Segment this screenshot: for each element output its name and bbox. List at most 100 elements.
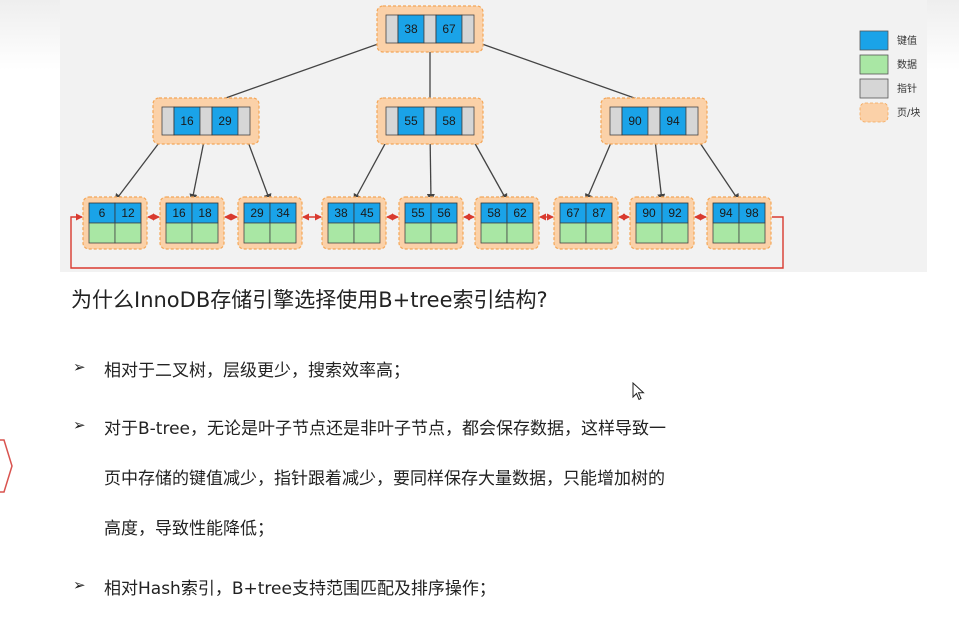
data-cell (353, 222, 381, 244)
legend-item: 页/块 (859, 102, 920, 123)
legend-label: 数据 (897, 58, 917, 71)
pointer-cell (461, 106, 475, 136)
bullet-marker: ➢ (73, 358, 86, 376)
leaf-node: 58 62 (474, 196, 540, 250)
bullet-marker: ➢ (73, 416, 86, 434)
key-cell (435, 14, 463, 44)
data-cell (243, 222, 271, 244)
key-label: 16 (180, 114, 194, 128)
tree-edge (205, 38, 393, 107)
internal-node: 55 58 (376, 97, 484, 145)
data-cell (585, 222, 613, 244)
key-label: 62 (513, 206, 527, 220)
pointer-cell (237, 106, 251, 136)
bullet-line: 相对于二叉树，层级更少，搜索效率高； (104, 361, 410, 381)
pointer-cell (647, 106, 661, 136)
key-label: 92 (668, 206, 682, 220)
key-label: 34 (276, 206, 290, 220)
bullet-line: 高度，导致性能降低； (104, 519, 274, 539)
pointer-cell (161, 106, 175, 136)
key-cell (397, 106, 425, 136)
data-cell (661, 222, 689, 244)
root-node: 38 67 (376, 5, 484, 53)
key-label: 56 (437, 206, 451, 220)
legend-item: 数据 (859, 54, 917, 75)
key-label: 67 (566, 206, 580, 220)
data-cell (559, 222, 587, 244)
data-cell (191, 222, 219, 244)
data-cell (738, 222, 766, 244)
key-label: 18 (198, 206, 212, 220)
data-cell (269, 222, 297, 244)
key-label: 29 (218, 114, 232, 128)
data-cell (430, 222, 458, 244)
key-label: 94 (666, 114, 680, 128)
leaf-node: 90 92 (629, 196, 695, 250)
legend-label: 指针 (897, 82, 917, 95)
pointer-cell (461, 14, 475, 44)
mouse-cursor-icon (632, 382, 645, 401)
key-label: 55 (404, 114, 418, 128)
leaf-node: 94 98 (706, 196, 772, 250)
leaf-links (70, 213, 784, 269)
key-cell (435, 106, 463, 136)
key-label: 67 (442, 22, 456, 36)
key-label: 38 (404, 22, 418, 36)
key-label: 87 (592, 206, 606, 220)
pointer-cell (423, 14, 437, 44)
pointer-cell (609, 106, 623, 136)
data-cell (480, 222, 508, 244)
pointer-cell (423, 106, 437, 136)
data-cell (712, 222, 740, 244)
key-label: 90 (628, 114, 642, 128)
key-label: 90 (642, 206, 656, 220)
data-cell (114, 222, 142, 244)
key-label: 58 (487, 206, 501, 220)
data-cell (404, 222, 432, 244)
data-cell (635, 222, 663, 244)
key-cell (659, 106, 687, 136)
key-label: 58 (442, 114, 456, 128)
legend-item: 键值 (859, 30, 917, 51)
leaf-node: 29 34 (237, 196, 303, 250)
key-label: 16 (172, 206, 186, 220)
key-label: 38 (334, 206, 348, 220)
legend-swatch (859, 54, 889, 75)
leaf-node: 6 12 (82, 196, 148, 250)
pointer-cell (685, 106, 699, 136)
legend-swatch (859, 102, 889, 123)
pointer-cell (385, 106, 399, 136)
side-hexagon-decoration (0, 439, 13, 493)
bullet-line: 页中存储的键值减少，指针跟着减少，要同样保存大量数据，只能增加树的 (104, 469, 665, 489)
internal-node: 90 94 (600, 97, 708, 145)
key-cell (173, 106, 201, 136)
key-label: 98 (745, 206, 759, 220)
data-cell (88, 222, 116, 244)
bullet-marker: ➢ (73, 576, 86, 594)
key-label: 94 (719, 206, 733, 220)
tree-edge (467, 38, 655, 107)
legend-swatch (859, 30, 889, 51)
key-label: 29 (250, 206, 264, 220)
key-label: 6 (99, 206, 106, 220)
key-label: 55 (411, 206, 425, 220)
question-heading: 为什么InnoDB存储引擎选择使用B+tree索引结构? (71, 288, 548, 312)
leaf-wrap-link (70, 213, 784, 269)
leaf-node: 55 56 (398, 196, 464, 250)
bullet-line: 对于B-tree，无论是叶子节点还是非叶子节点，都会保存数据，这样导致一 (104, 419, 666, 439)
legend-label: 键值 (897, 34, 917, 47)
pointer-cell (385, 14, 399, 44)
legend-item: 指针 (859, 78, 917, 99)
data-cell (506, 222, 534, 244)
bullet-line: 相对Hash索引，B+tree支持范围匹配及排序操作； (104, 579, 496, 599)
data-cell (327, 222, 355, 244)
key-label: 12 (121, 206, 135, 220)
data-cell (165, 222, 193, 244)
